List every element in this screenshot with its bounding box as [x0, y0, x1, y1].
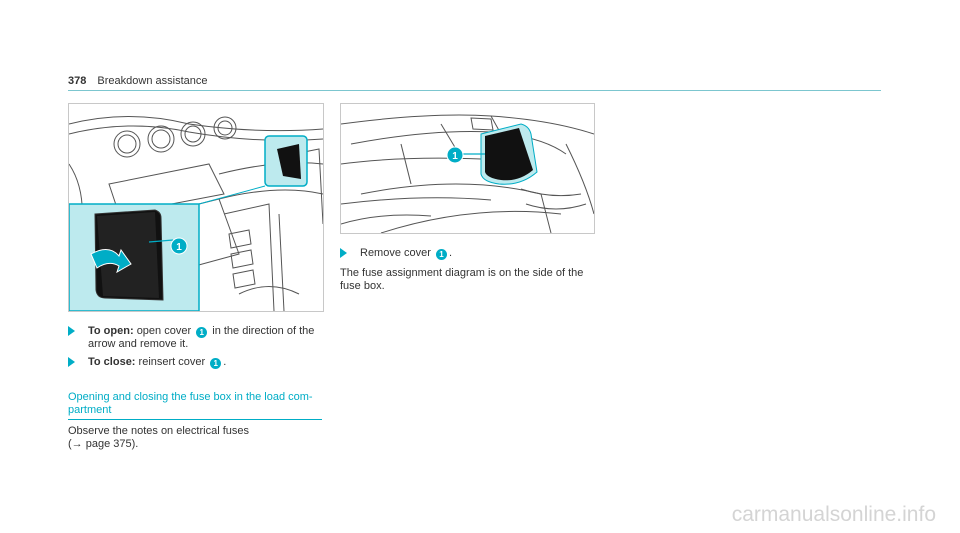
step-text: reinsert cover [138, 356, 206, 368]
step-text: . [223, 356, 227, 368]
observe-line: Observe the notes on electrical fuses [68, 425, 249, 437]
step-label: To close: [88, 356, 136, 368]
step-open: To open: open cover 1 in the direction o… [68, 325, 324, 351]
step-close: To close: reinsert cover 1. [68, 356, 324, 369]
step-text: Remove cover [360, 247, 431, 259]
step-remove: Remove cover 1. [340, 247, 596, 260]
ref-badge: 1 [435, 249, 447, 260]
section-rule [68, 419, 322, 420]
step-text: in the direction of the arrow and remove… [88, 325, 315, 350]
watermark: carmanualsonline.info [731, 503, 936, 526]
ref-badge: 1 [196, 327, 208, 338]
dashboard-illustration: 1 [69, 116, 323, 311]
load-compartment-illustration: 1 [341, 114, 594, 233]
header-rule [68, 90, 881, 91]
callout-1: 1 [176, 242, 182, 253]
step-label: To open: [88, 325, 134, 337]
figure-dashboard-fusebox: 1 [68, 103, 324, 312]
figure-load-compartment: 1 [340, 103, 595, 234]
section-name: Breakdown assistance [97, 75, 208, 87]
step-text: . [448, 247, 453, 259]
ref-badge: 1 [210, 358, 222, 369]
bullet-arrow-icon [68, 326, 75, 336]
observe-note: Observe the notes on electrical fuses (→… [68, 425, 324, 451]
page-reference-link[interactable]: (→ page 375). [68, 438, 139, 450]
bullet-arrow-icon [340, 248, 347, 258]
page-number: 378 [68, 75, 87, 87]
fuse-assignment-note: The fuse assignment diagram is on the si… [340, 267, 584, 292]
callout-1-load: 1 [452, 151, 458, 162]
bullet-arrow-icon [68, 357, 75, 367]
step-text: open cover [136, 325, 192, 337]
page-header: 378 Breakdown assistance [68, 75, 207, 87]
section-heading: Opening and closing the fuse box in the … [68, 391, 313, 416]
